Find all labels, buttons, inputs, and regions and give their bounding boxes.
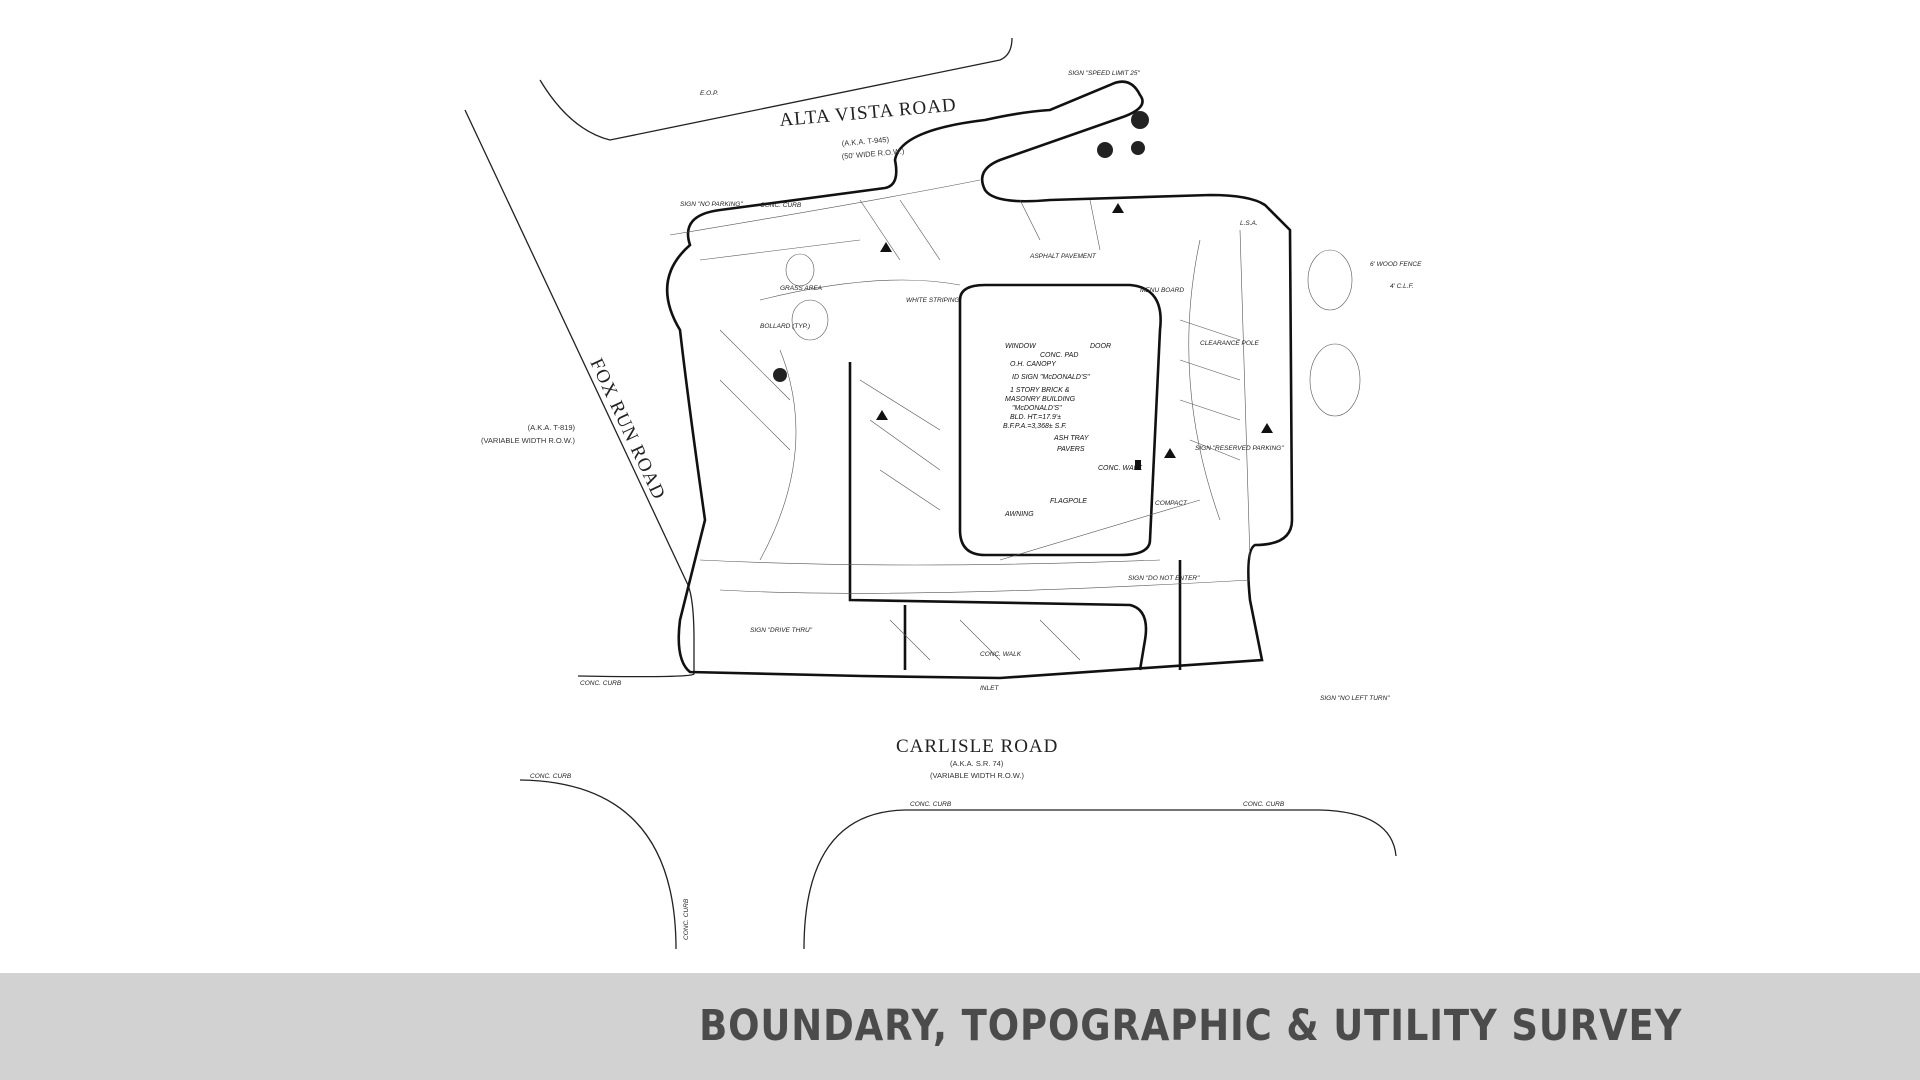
svg-text:INLET: INLET [980, 685, 999, 692]
svg-text:CONC. CURB: CONC. CURB [760, 202, 802, 209]
svg-text:MENU BOARD: MENU BOARD [1140, 287, 1184, 294]
building-detail-labels: WINDOW O.H. CANOPY ID SIGN "McDONALD'S" … [1004, 343, 1143, 518]
svg-text:GRASS AREA: GRASS AREA [780, 285, 822, 292]
slide-title: BOUNDARY, TOPOGRAPHIC & UTILITY SURVEY [698, 1001, 1682, 1051]
inner-curb [848, 362, 1148, 671]
svg-text:MASONRY BUILDING: MASONRY BUILDING [1005, 396, 1076, 403]
svg-text:CONC. CURB: CONC. CURB [1243, 801, 1285, 808]
carlisle-road-label: CARLISLE ROAD [896, 736, 1058, 757]
curb-labels: CONC. CURB CONC. CURB CONC. CURB CONC. C… [530, 680, 1285, 940]
svg-text:CONC. WALK: CONC. WALK [980, 651, 1022, 658]
svg-text:BOLLARD (TYP.): BOLLARD (TYP.) [760, 323, 810, 330]
carlisle-row: (VARIABLE WIDTH R.O.W.) [930, 771, 1025, 780]
svg-text:FLAGPOLE: FLAGPOLE [1050, 498, 1087, 505]
svg-text:CONC. CURB: CONC. CURB [683, 898, 690, 940]
svg-text:4' C.L.F.: 4' C.L.F. [1390, 283, 1414, 290]
fox-run-aka: (A.K.A. T-819) [528, 423, 576, 432]
carlisle-aka: (A.K.A. S.R. 74) [950, 759, 1004, 768]
svg-text:SIGN "RESERVED PARKING": SIGN "RESERVED PARKING" [1195, 445, 1284, 452]
svg-text:ASH TRAY: ASH TRAY [1053, 435, 1090, 442]
svg-text:COMPACT: COMPACT [1155, 500, 1188, 507]
svg-text:DOOR: DOOR [1090, 343, 1111, 350]
svg-text:CONC. CURB: CONC. CURB [910, 801, 952, 808]
building-label: 1 STORY BRICK & MASONRY BUILDING "McDONA… [1003, 387, 1076, 430]
svg-text:CONC. CURB: CONC. CURB [580, 680, 622, 687]
entrance-curb [903, 560, 1182, 670]
svg-text:WINDOW: WINDOW [1005, 343, 1037, 350]
fox-run-row: (VARIABLE WIDTH R.O.W.) [481, 436, 576, 445]
svg-text:CONC. WALK: CONC. WALK [1098, 465, 1143, 472]
svg-text:E.O.P.: E.O.P. [700, 90, 719, 97]
fox-run-road-edge [464, 109, 695, 678]
svg-text:SIGN "DRIVE THRU": SIGN "DRIVE THRU" [750, 627, 813, 634]
svg-text:AWNING: AWNING [1004, 511, 1034, 518]
svg-text:1 STORY BRICK &: 1 STORY BRICK & [1010, 387, 1070, 394]
svg-text:SIGN "SPEED LIMIT 25": SIGN "SPEED LIMIT 25" [1068, 70, 1140, 77]
drive-thru-loop [958, 283, 1162, 557]
svg-text:B.F.P.A.=3,368± S.F.: B.F.P.A.=3,368± S.F. [1003, 423, 1067, 430]
svg-text:SIGN "NO PARKING": SIGN "NO PARKING" [680, 201, 743, 208]
carlisle-road-edge-left [519, 779, 677, 950]
svg-text:CONC. PAD: CONC. PAD [1040, 352, 1078, 359]
svg-text:L.S.A.: L.S.A. [1240, 220, 1258, 227]
alta-vista-aka: (A.K.A. T-945) [841, 135, 889, 148]
svg-text:PAVERS: PAVERS [1057, 446, 1085, 453]
svg-text:SIGN "DO NOT ENTER": SIGN "DO NOT ENTER" [1128, 575, 1200, 582]
survey-plan: ALTA VISTA ROAD (A.K.A. T-945) (50' WIDE… [464, 37, 1422, 950]
svg-text:ID SIGN "McDONALD'S": ID SIGN "McDONALD'S" [1012, 374, 1090, 381]
svg-text:CONC. CURB: CONC. CURB [530, 773, 572, 780]
carlisle-road-edge-right [803, 809, 1397, 950]
site-labels: CONC. CURB GRASS AREA ASPHALT PAVEMENT C… [680, 70, 1422, 702]
svg-text:SIGN "NO LEFT TURN": SIGN "NO LEFT TURN" [1320, 695, 1390, 702]
svg-text:O.H. CANOPY: O.H. CANOPY [1010, 361, 1057, 368]
alta-vista-road-edge [539, 37, 1013, 141]
svg-text:WHITE STRIPING: WHITE STRIPING [906, 297, 959, 304]
fox-run-road-label: FOX RUN ROAD [585, 355, 669, 503]
svg-text:ASPHALT PAVEMENT: ASPHALT PAVEMENT [1029, 253, 1097, 260]
site-boundary [665, 80, 1294, 680]
svg-text:CLEARANCE POLE: CLEARANCE POLE [1200, 340, 1260, 347]
svg-text:BLD. HT.=17.9'±: BLD. HT.=17.9'± [1010, 414, 1061, 421]
footer-banner: BOUNDARY, TOPOGRAPHIC & UTILITY SURVEY [0, 973, 1920, 1080]
svg-text:"McDONALD'S": "McDONALD'S" [1012, 405, 1062, 412]
svg-text:6' WOOD FENCE: 6' WOOD FENCE [1370, 261, 1422, 268]
